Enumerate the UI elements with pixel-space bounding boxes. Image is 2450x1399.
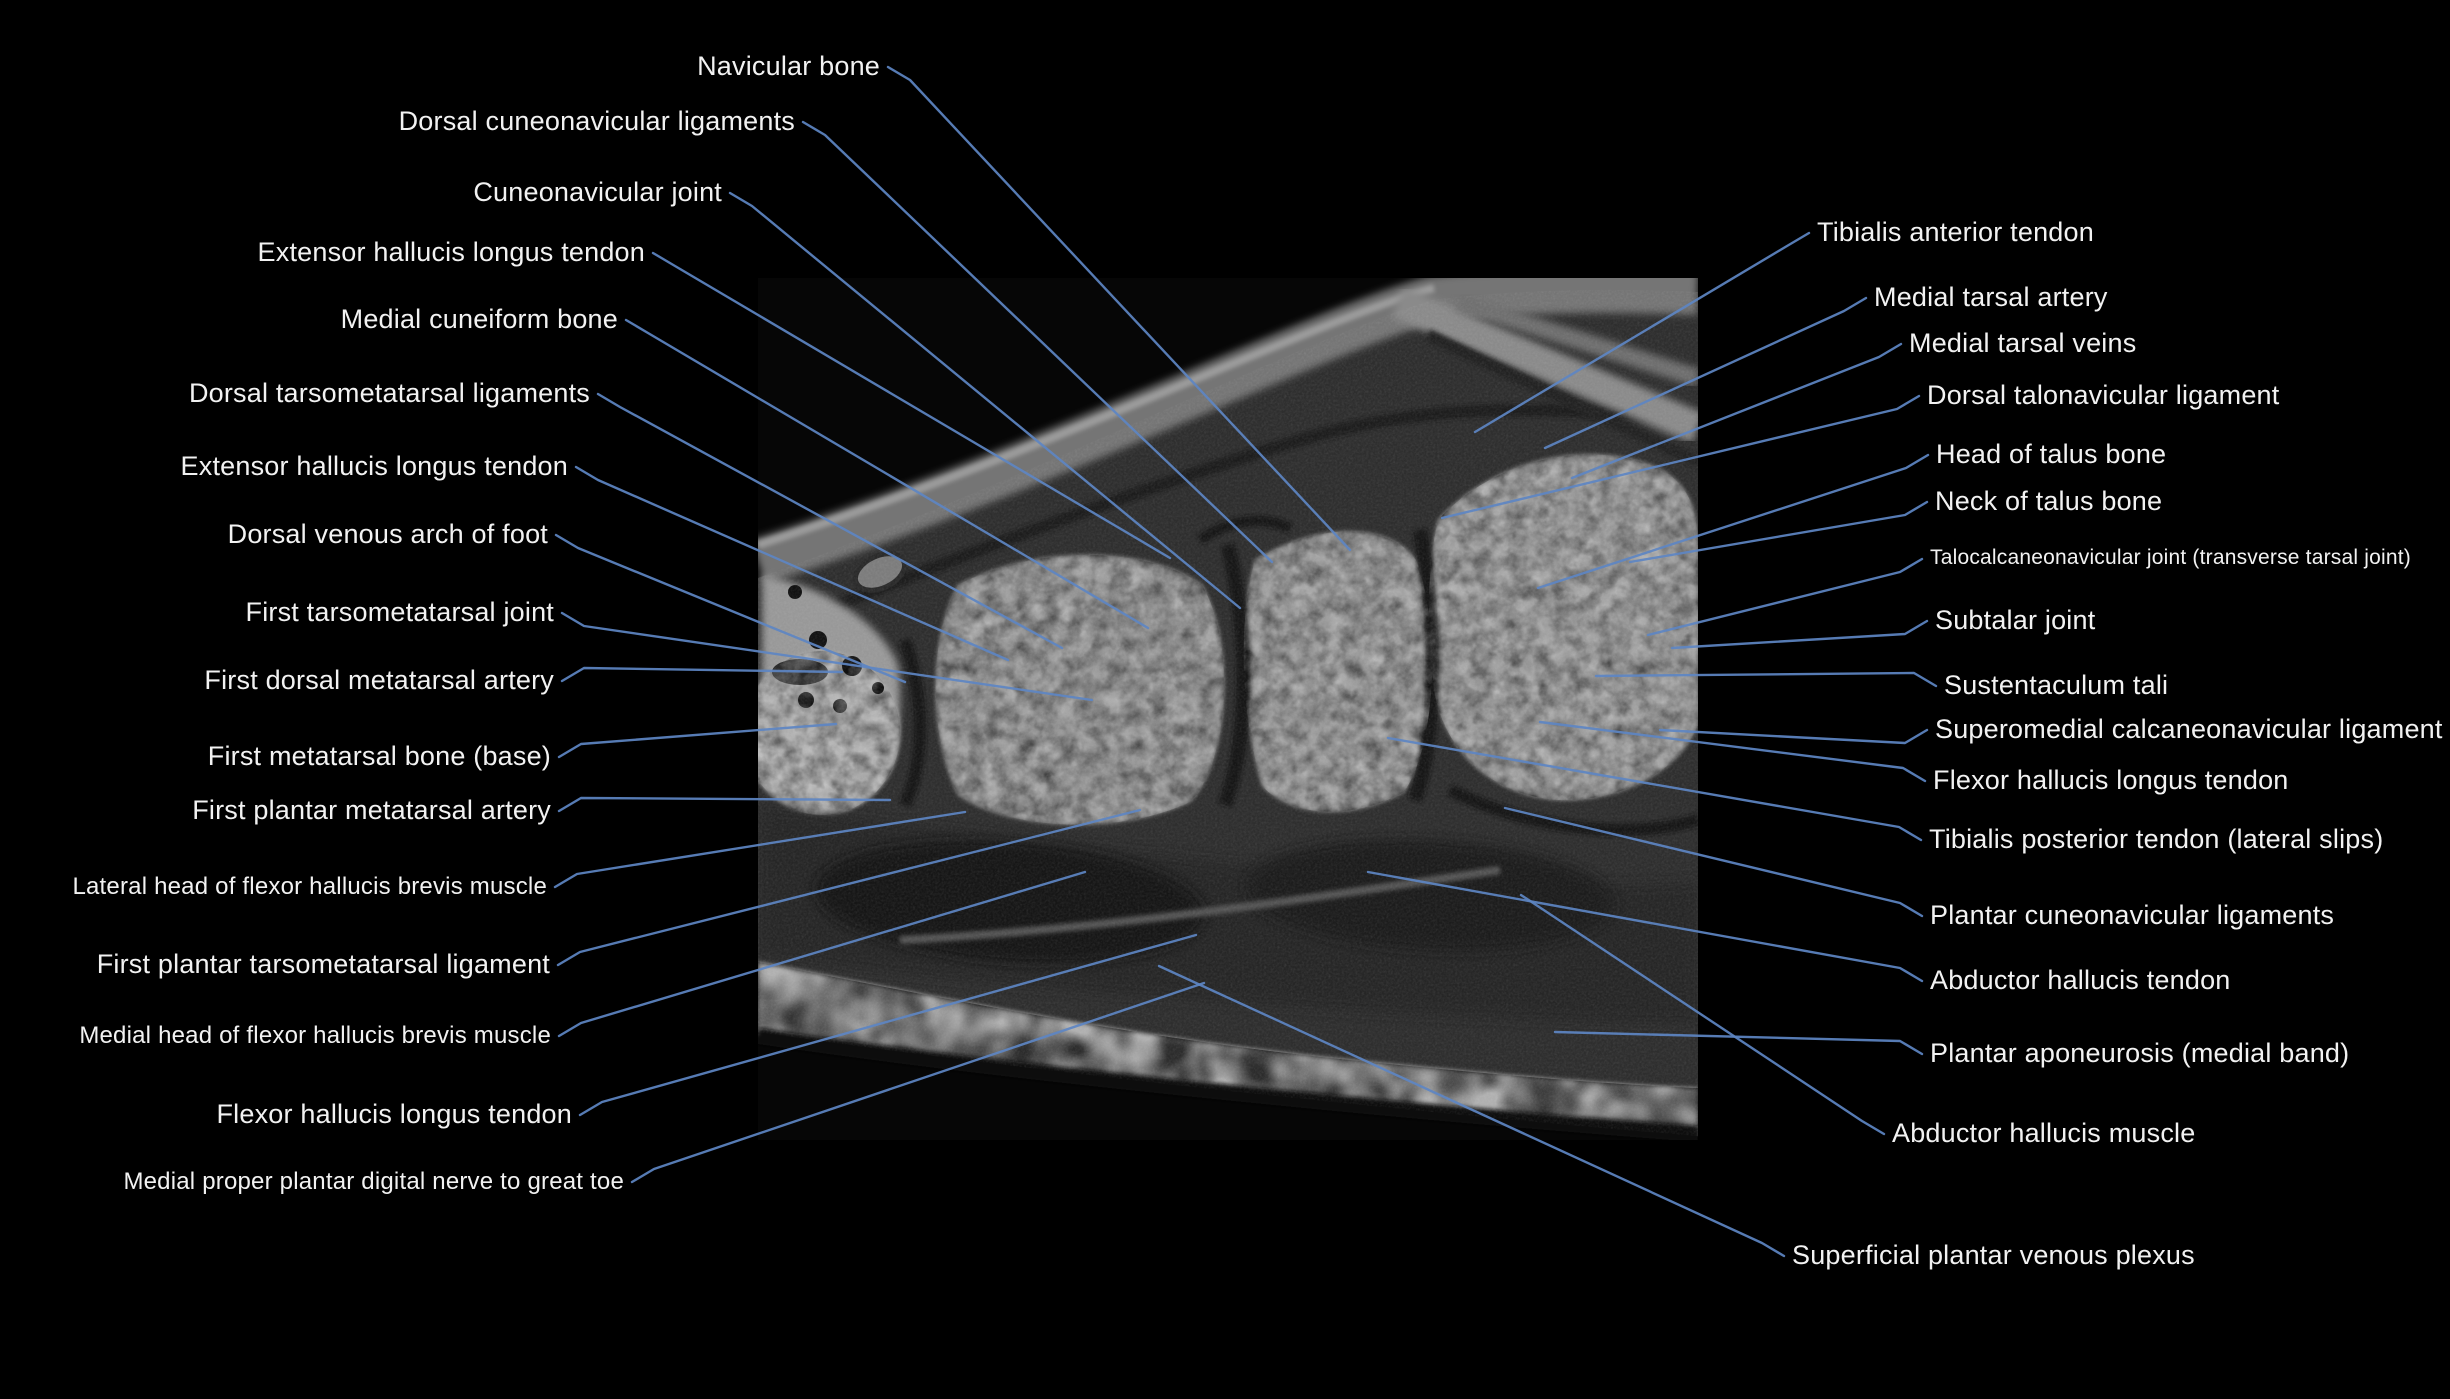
- anatomy-label: First tarsometatarsal joint: [245, 597, 554, 627]
- anatomy-label: Abductor hallucis muscle: [1892, 1118, 2196, 1148]
- anatomy-label: Talocalcaneonavicular joint (transverse …: [1930, 546, 2411, 569]
- anatomy-label: Cuneonavicular joint: [473, 177, 722, 207]
- leader-line: [886, 65, 1352, 552]
- anatomy-label: Medial tarsal veins: [1909, 328, 2137, 358]
- leader-line: [578, 933, 1198, 1117]
- anatomy-label: Neck of talus bone: [1935, 486, 2163, 516]
- leader-line: [1538, 720, 1927, 783]
- mri-dorsal-band: [758, 278, 1698, 584]
- anatomy-label: Dorsal talonavicular ligament: [1927, 380, 2280, 410]
- leader-line: [557, 870, 1087, 1038]
- leader-line: [728, 191, 1242, 610]
- leader-line: [1473, 231, 1811, 434]
- leader-line: [557, 722, 838, 759]
- anatomy-label: Dorsal venous arch of foot: [227, 519, 548, 549]
- leader-line: [1543, 296, 1868, 450]
- anatomy-label: First plantar tarsometatarsal ligament: [96, 949, 550, 979]
- anatomy-label: Lateral head of flexor hallucis brevis m…: [72, 873, 547, 900]
- anatomy-label: Dorsal tarsometatarsal ligaments: [188, 378, 590, 408]
- leader-line: [1386, 736, 1923, 842]
- leader-line: [1646, 557, 1924, 637]
- leader-line: [560, 611, 1094, 702]
- leader-line: [1628, 500, 1929, 564]
- anatomy-label: Tibialis anterior tendon: [1817, 217, 2094, 247]
- leader-line: [1658, 728, 1929, 745]
- anatomy-label: Medial head of flexor hallucis brevis mu…: [79, 1022, 551, 1049]
- leader-line: [554, 533, 907, 684]
- leader-line: [1594, 671, 1938, 688]
- anatomy-label: Head of talus bone: [1936, 439, 2167, 469]
- leader-line: [624, 318, 1150, 630]
- mri-dorsal-skin-line: [758, 284, 1436, 549]
- anatomy-label: Superficial plantar venous plexus: [1792, 1240, 2195, 1270]
- anatomy-label: First dorsal metatarsal artery: [204, 665, 554, 695]
- anatomy-label: Abductor hallucis tendon: [1930, 965, 2231, 995]
- anatomy-label: Medial proper plantar digital nerve to g…: [123, 1168, 624, 1195]
- anatomy-label: Navicular bone: [697, 51, 880, 81]
- leader-line: [1670, 619, 1929, 650]
- anatomy-label: Medial cuneiform bone: [340, 304, 618, 334]
- leader-line: [1536, 453, 1930, 590]
- leader-line: [1553, 1030, 1924, 1056]
- leader-line: [630, 981, 1206, 1184]
- anatomy-label: Plantar aponeurosis (medial band): [1930, 1038, 2350, 1068]
- anatomy-label: Flexor hallucis longus tendon: [216, 1099, 572, 1129]
- anatomy-label: First metatarsal bone (base): [207, 741, 551, 771]
- leader-line: [560, 666, 844, 683]
- leader-line: [651, 251, 1172, 560]
- leader-line: [596, 392, 1064, 650]
- leader-line: [1519, 893, 1886, 1136]
- leader-line: [1440, 394, 1921, 520]
- anatomy-label: Subtalar joint: [1935, 605, 2096, 635]
- mri-frame: [758, 278, 1698, 1140]
- anatomy-label: Plantar cuneonavicular ligaments: [1930, 900, 2335, 930]
- anatomy-label: Flexor hallucis longus tendon: [1933, 765, 2289, 795]
- leader-line: [557, 796, 892, 813]
- leader-line: [1157, 964, 1786, 1258]
- leader-line: [574, 465, 1010, 662]
- anatomy-label: First plantar metatarsal artery: [192, 795, 551, 825]
- anatomy-label: Extensor hallucis longus tendon: [180, 451, 568, 481]
- leader-line: [1503, 806, 1924, 918]
- leader-line: [1570, 342, 1903, 480]
- leader-line: [556, 808, 1142, 967]
- anatomy-label: Sustentaculum tali: [1944, 670, 2169, 700]
- leader-line: [1366, 870, 1924, 983]
- leader-line: [553, 810, 967, 889]
- anatomy-label: Medial tarsal artery: [1874, 282, 2108, 312]
- leader-line: [801, 120, 1274, 564]
- anatomy-label: Dorsal cuneonavicular ligaments: [398, 106, 795, 136]
- anatomy-label: Extensor hallucis longus tendon: [257, 237, 645, 267]
- anatomy-label: Tibialis posterior tendon (lateral slips…: [1929, 824, 2384, 854]
- anatomy-label: Superomedial calcaneonavicular ligament: [1935, 714, 2443, 744]
